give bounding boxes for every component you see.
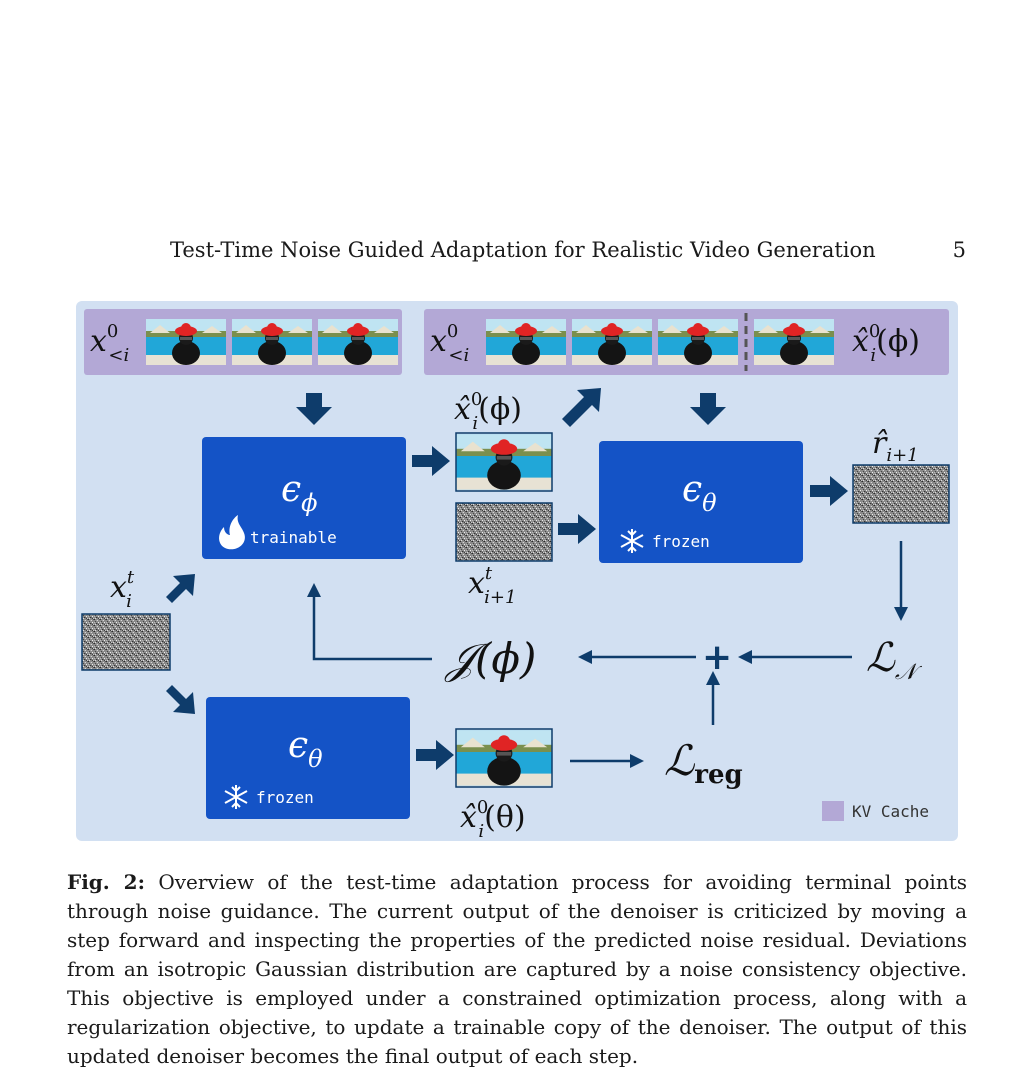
label-x-lt-i-left: x0<i xyxy=(90,321,129,366)
arrow-down-right xyxy=(690,393,726,425)
noise-residual-image xyxy=(852,464,950,524)
frozen-label-bottom: frozen xyxy=(256,788,314,807)
plus-operator: + xyxy=(702,637,732,678)
eps-phi-label: ϵϕ xyxy=(281,469,318,517)
eps-theta-bottom-label: ϵθ xyxy=(288,725,323,773)
video-frame-image xyxy=(658,319,738,365)
caption-text: Overview of the test-time adaptation pro… xyxy=(67,870,968,1068)
video-frame-image xyxy=(456,730,552,786)
arrow-right-4 xyxy=(416,740,454,770)
video-frame-image xyxy=(232,319,312,365)
arrow-down-left xyxy=(296,393,332,425)
frozen-label-top: frozen xyxy=(652,532,710,551)
arrow-up-right xyxy=(562,388,601,427)
label-loss-reg: ℒreg xyxy=(664,736,743,790)
trainable-label: trainable xyxy=(250,528,337,547)
label-r-hat: r̂i+1 xyxy=(872,426,919,466)
eps-theta-top-label: ϵθ xyxy=(682,469,717,517)
snowflake-icon xyxy=(224,785,248,809)
denoiser-frozen-top-block xyxy=(599,441,803,563)
page-number: 5 xyxy=(952,238,966,262)
arrow-right-3 xyxy=(810,476,848,506)
video-frame-image xyxy=(456,434,552,490)
arrow-right-1 xyxy=(412,446,450,476)
snowflake-icon xyxy=(620,529,644,553)
noise-input-image xyxy=(81,613,171,671)
label-x-lt-i-right: x0<i xyxy=(430,321,469,366)
running-title: Test-Time Noise Guided Adaptation for Re… xyxy=(170,238,876,262)
caption-label: Fig. 2: xyxy=(67,870,145,894)
video-frame-image xyxy=(318,319,398,365)
legend-label: KV Cache xyxy=(852,802,929,821)
arrow-diag-down xyxy=(166,685,195,714)
legend-swatch xyxy=(822,801,844,821)
video-frame-image xyxy=(572,319,652,365)
denoiser-trainable-block xyxy=(202,437,406,559)
video-frame-image xyxy=(146,319,226,365)
video-frame-image xyxy=(754,319,834,365)
video-frame-image xyxy=(486,319,566,365)
page-header: Test-Time Noise Guided Adaptation for Re… xyxy=(0,238,1036,268)
noise-image xyxy=(455,502,553,562)
fire-icon xyxy=(219,515,245,550)
denoiser-frozen-bottom-block xyxy=(206,697,410,819)
figure-caption: Fig. 2: Overview of the test-time adapta… xyxy=(67,868,967,1071)
arrow-right-2 xyxy=(558,514,596,544)
label-objective-J: 𝒥(ϕ) xyxy=(444,634,536,683)
arrow-diag-up xyxy=(166,574,195,603)
